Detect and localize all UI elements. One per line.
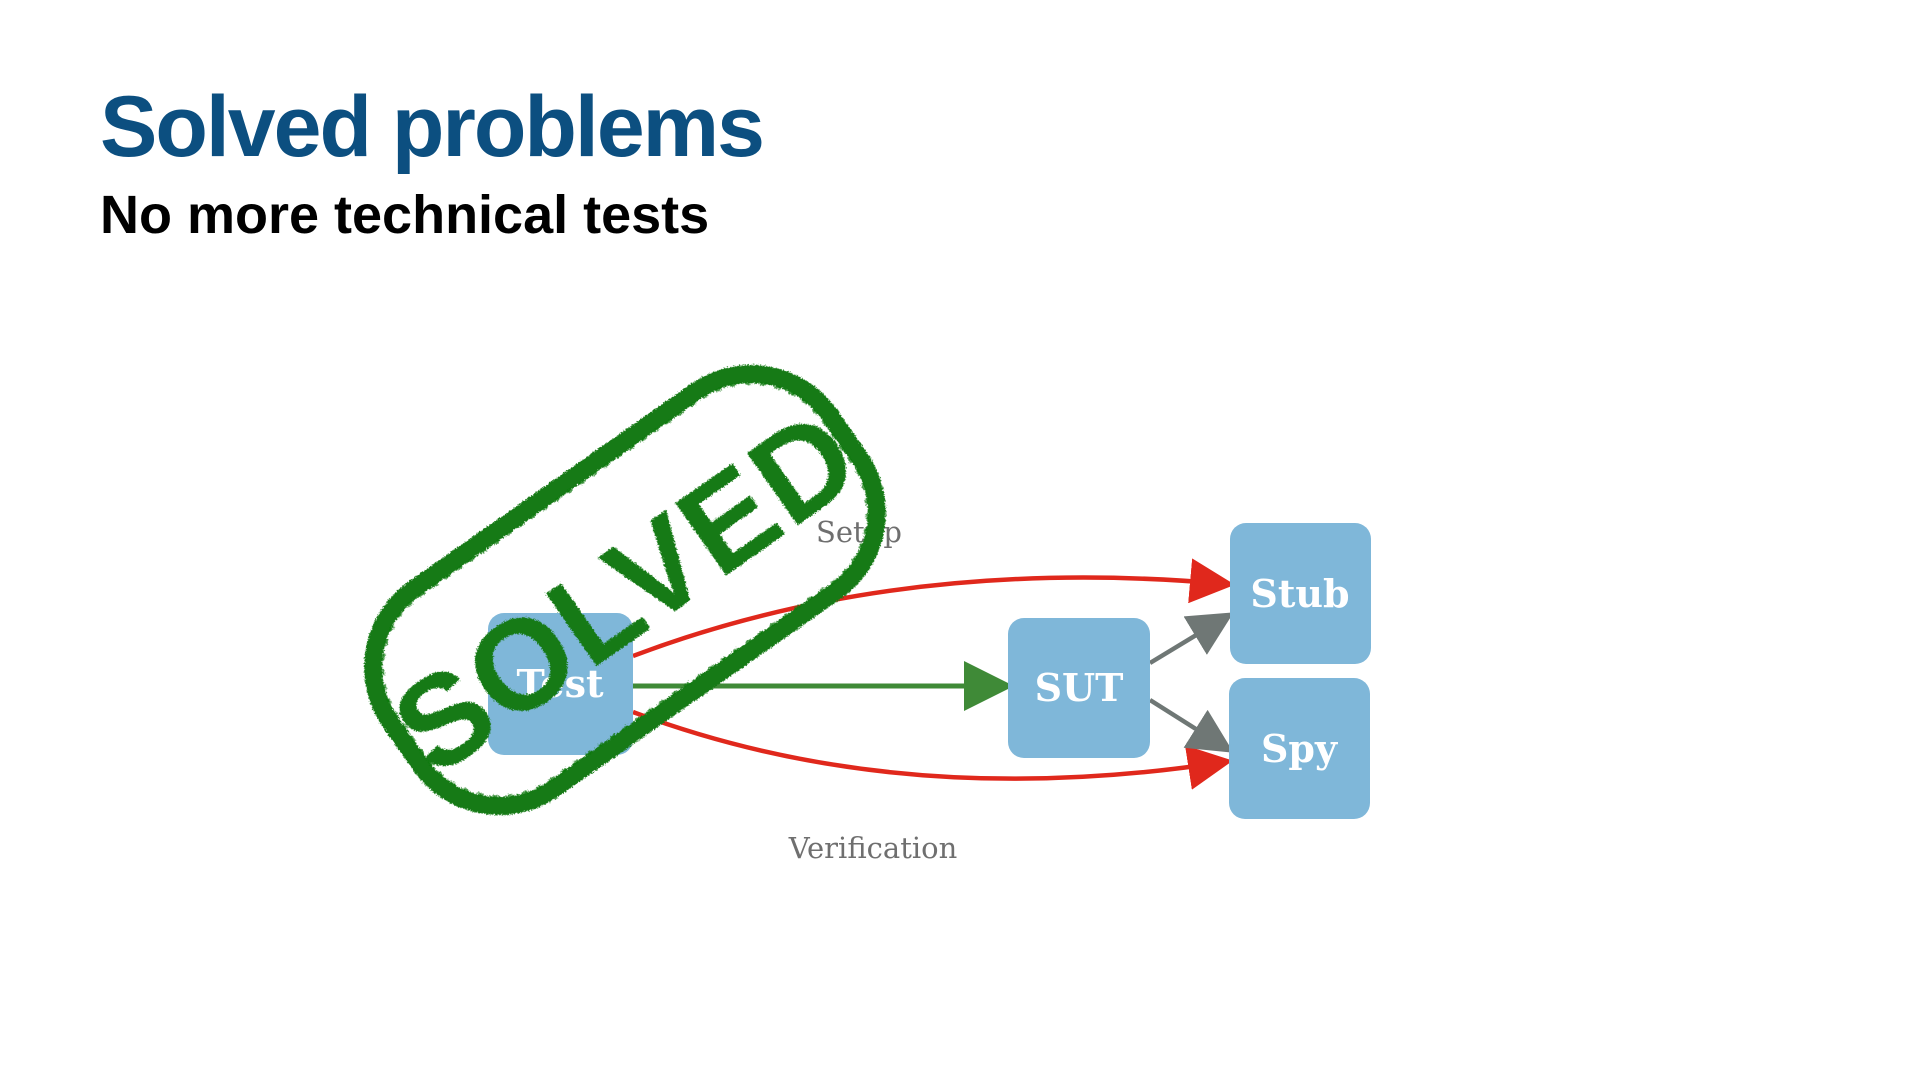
verification-arrow	[632, 709, 1233, 790]
sut-node-label: SUT	[1035, 665, 1124, 710]
stub-node: Stub	[1230, 523, 1371, 664]
sut-to-stub-arrow	[1148, 612, 1234, 665]
setup-arrow	[632, 558, 1235, 659]
solved-stamp: SOLVED	[364, 365, 886, 815]
test-node-label: Test	[516, 661, 603, 706]
slide-subtitle: No more technical tests	[100, 185, 710, 245]
sut-node: SUT	[1008, 618, 1150, 758]
stamp-inner-border	[381, 381, 869, 799]
stamp-border	[364, 365, 886, 815]
verification-label: Verification	[788, 831, 958, 865]
stub-node-label: Stub	[1250, 571, 1349, 616]
sut-to-spy-arrow	[1148, 698, 1234, 753]
slide-title: Solved problems	[100, 79, 765, 175]
setup-label: Setup	[816, 515, 902, 549]
test-node: Test	[488, 613, 633, 755]
spy-node-label: Spy	[1261, 726, 1338, 771]
spy-node: Spy	[1229, 678, 1370, 819]
